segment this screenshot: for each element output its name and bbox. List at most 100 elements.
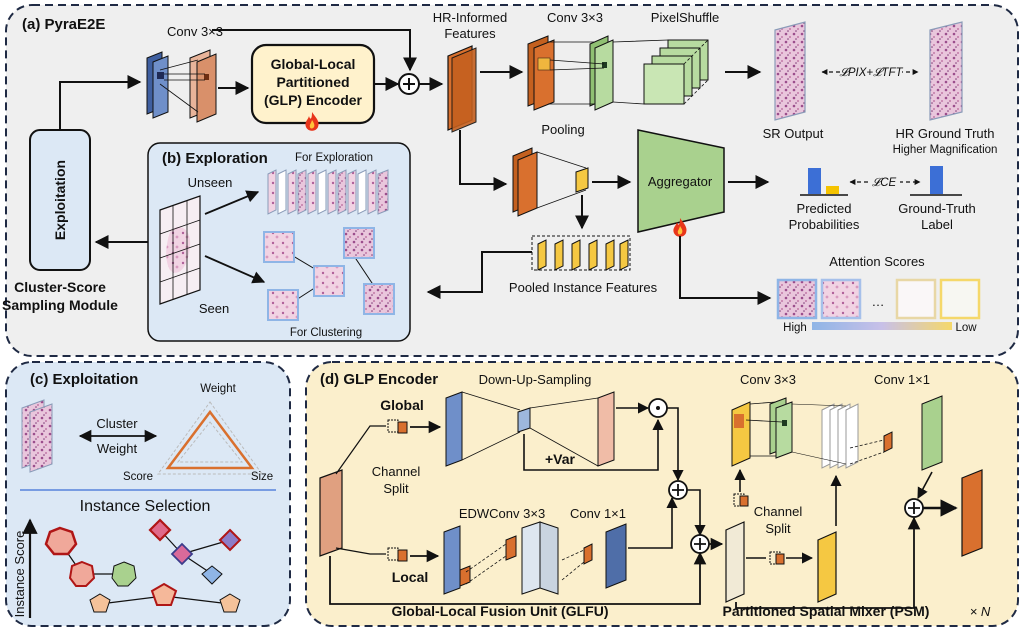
cluster-score-label-2: Sampling Module [2,297,118,313]
var-label: +Var [545,451,576,467]
arrow-agg-to-attention [679,236,772,305]
arrow-exploit-to-conv [59,75,142,130]
panel-d-title: (d) GLP Encoder [320,371,438,388]
skip-conv-to-plus [212,29,417,72]
glp-line3: (GLP) Encoder [264,92,363,108]
low-label: Low [955,322,977,334]
glp-output-block [961,469,983,557]
predicted-label-1: Predicted [797,201,852,216]
psm-residual [735,516,921,609]
arrow-pooled-to-exploration [426,251,532,299]
pixelshuffle-label: PixelShuffle [651,10,719,25]
pixelshuffle-block [643,39,709,105]
pixelshuffle-lines [612,39,669,105]
conv-left-input-block [146,51,169,119]
size-label: Size [251,471,273,483]
for-clustering-label: For Clustering [290,327,362,339]
panel-c-title: (c) Exploitation [30,371,138,388]
aggregator-flame-icon [673,218,687,237]
psm-yellow-block [817,531,837,603]
panel-c-background [5,361,291,627]
sr-output-image [774,21,806,121]
unseen-patch-stack [267,169,389,215]
conv3x3-psm-block [731,397,793,467]
split-to-local [335,547,386,555]
seen-label: Seen [199,301,229,316]
channel-split-2: Split [383,481,409,496]
pooling-lines [536,151,587,209]
times-n-label: × N [970,604,991,619]
score-label: Score [123,471,153,483]
attention-patches [776,278,981,320]
psm-label: Partitioned Spatial Mixer (PSM) [723,603,930,619]
local-small-block [387,547,408,562]
arrow-dot-to-plus [667,407,684,482]
for-exploration-label: For Exploration [295,152,373,164]
psm-top-small-block [733,493,749,507]
conv-mid-input-block [527,35,555,111]
multiply-icon [648,398,668,418]
psm-input-block [725,521,745,603]
gt-label-1: Ground-Truth [898,201,976,216]
panel-b-title: (b) Exploration [162,150,268,167]
conv1x1-a-label: Conv 1×1 [570,506,626,521]
weight-triangle [157,401,263,475]
arrow-local-to-plus1 [628,496,678,549]
hr-informed-label-2: Features [444,26,496,41]
cluster-label: Cluster [96,416,138,431]
conv-left-label: Conv 3×3 [167,24,223,39]
glp-line1: Global-Local [271,56,356,72]
panel-b: (b) Exploration For Exploration Unseen S… [147,142,411,342]
weight-top-label: Weight [200,383,236,395]
aggregator-label: Aggregator [648,174,713,189]
aggregator-block[interactable] [637,129,725,233]
glp-input-block [319,469,343,557]
glfu-residual [329,551,707,605]
pooling-input-block [512,147,538,217]
seen-patch-cluster [263,227,395,321]
conv-mid-label: Conv 3×3 [547,10,603,25]
plus-icon-d1 [668,480,688,500]
channel-split-1: Channel [372,464,421,479]
arrow-grid-to-unseen [204,190,260,215]
plus-icon-d2 [690,534,710,554]
psm-split-1: Channel [754,504,803,519]
pooled-vector-block [575,167,589,193]
plus-icon-d3 [904,498,924,518]
var-loop [523,418,664,471]
panel-d: (d) GLP Encoder Channel Split Global Dow… [305,361,1019,627]
glp-line2: Partitioned [276,74,349,90]
sr-output-label: SR Output [763,126,824,141]
arrow-conv1x1-down [917,471,933,499]
conv-mid-lines [548,41,605,105]
split-to-global [335,425,386,475]
wsi-grid [159,195,201,305]
ground-truth-label-bars [910,166,962,196]
instance-selection-label: Instance Selection [80,498,211,515]
attention-scores-label: Attention Scores [829,254,925,269]
attention-ellipsis: … [872,294,885,309]
pooled-instance-label: Pooled Instance Features [509,280,658,295]
local-label: Local [392,569,429,585]
edw-conv-block [443,521,559,595]
cluster-score-label-1: Cluster-Score [14,279,106,295]
conv-left-lines [159,59,205,113]
conv-left-output-block [189,49,217,123]
higher-magnification-label: Higher Magnification [893,144,998,156]
arrow-hr-to-pooling [459,130,508,191]
psm-bottom-small-block [769,551,785,565]
glfu-label: Global-Local Fusion Unit (GLFU) [392,603,609,619]
psm-split-2: Split [765,521,791,536]
conv3x3-psm-label: Conv 3×3 [740,372,796,387]
unseen-label: Unseen [188,175,233,190]
instance-graph [44,518,242,613]
arrow-plus1-to-plus2 [687,489,706,537]
loss-pix-label: 𝓛PIX+𝓛TFT [839,67,903,79]
panel-c: (c) Exploitation Cluster Weight Weight S… [5,361,291,627]
pooled-instance-features [531,235,631,271]
conv1x1-psm-label: Conv 1×1 [874,372,930,387]
down-up-label: Down-Up-Sampling [479,372,592,387]
plus-icon-a [398,73,420,95]
panel-c-patch-stack [21,399,53,473]
